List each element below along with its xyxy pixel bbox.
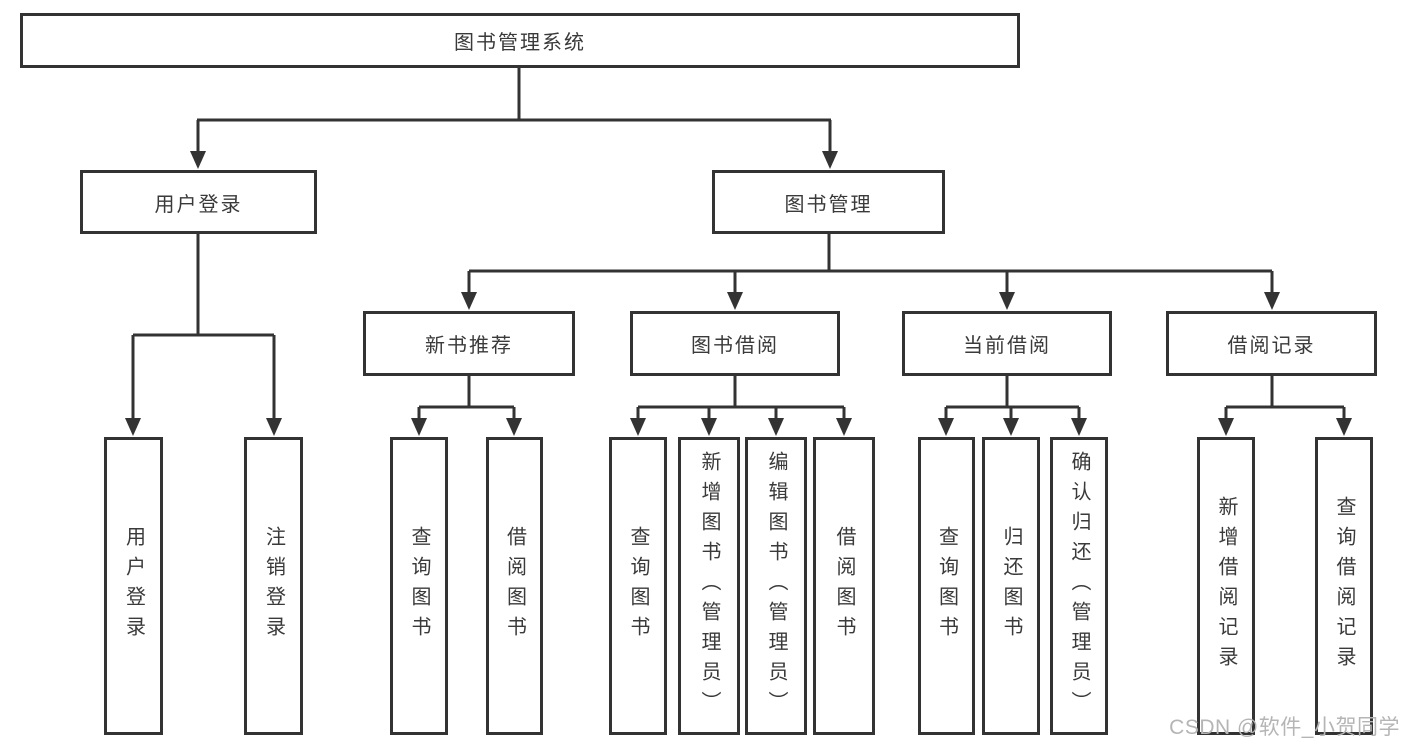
leaf-add-borrow-records: 新增借阅记录: [1197, 437, 1255, 735]
leaf-add-books-admin: 新增图书（管理员）: [678, 437, 740, 735]
leaf-user-login: 用户登录: [104, 437, 163, 735]
leaf-query-books: 查询图书: [609, 437, 667, 735]
node-library-management-system: 图书管理系统: [20, 13, 1020, 68]
watermark-csdn: CSDN @软件_小贺同学: [1169, 716, 1400, 739]
node-label: 编辑图书（管理员）: [765, 451, 787, 721]
node-label: 查询图书: [935, 526, 958, 646]
node-label: 图书管理: [784, 193, 873, 216]
node-label: 借阅图书: [833, 526, 855, 646]
leaf-edit-books-admin: 编辑图书（管理员）: [745, 437, 807, 735]
node-label: 新书推荐: [425, 335, 513, 357]
leaf-confirm-return-admin: 确认归还（管理员）: [1050, 437, 1108, 735]
node-label: 注销登录: [262, 526, 285, 646]
node-label: 归还图书: [1000, 526, 1022, 646]
leaf-logout-login: 注销登录: [244, 437, 303, 735]
node-label: 查询借阅记录: [1333, 496, 1355, 676]
leaf-borrow-books: 借阅图书: [486, 437, 543, 735]
node-label: 图书借阅: [691, 335, 779, 357]
node-current-borrowing: 当前借阅: [902, 311, 1112, 376]
node-label: 图书管理系统: [454, 32, 586, 54]
node-label: 借阅记录: [1227, 335, 1316, 357]
node-label: 确认归还（管理员）: [1068, 451, 1090, 721]
node-label: 查询图书: [627, 526, 649, 646]
leaf-borrow-books: 借阅图书: [813, 437, 875, 735]
leaf-query-books: 查询图书: [918, 437, 975, 735]
node-label: 新增图书（管理员）: [698, 451, 720, 721]
node-book-management: 图书管理: [712, 170, 945, 234]
leaf-return-books: 归还图书: [982, 437, 1040, 735]
node-label: 当前借阅: [963, 335, 1051, 357]
node-new-book-recommendation: 新书推荐: [363, 311, 575, 376]
node-label: 查询图书: [408, 526, 430, 646]
node-borrowing-records: 借阅记录: [1166, 311, 1377, 376]
node-label: 新增借阅记录: [1215, 496, 1237, 676]
node-book-borrowing: 图书借阅: [630, 311, 840, 376]
node-label: 借阅图书: [503, 526, 526, 646]
leaf-query-borrow-records: 查询借阅记录: [1315, 437, 1373, 735]
node-user-login: 用户登录: [80, 170, 317, 234]
leaf-query-books: 查询图书: [390, 437, 448, 735]
node-label: 用户登录: [122, 526, 145, 646]
node-label: 用户登录: [154, 193, 243, 216]
